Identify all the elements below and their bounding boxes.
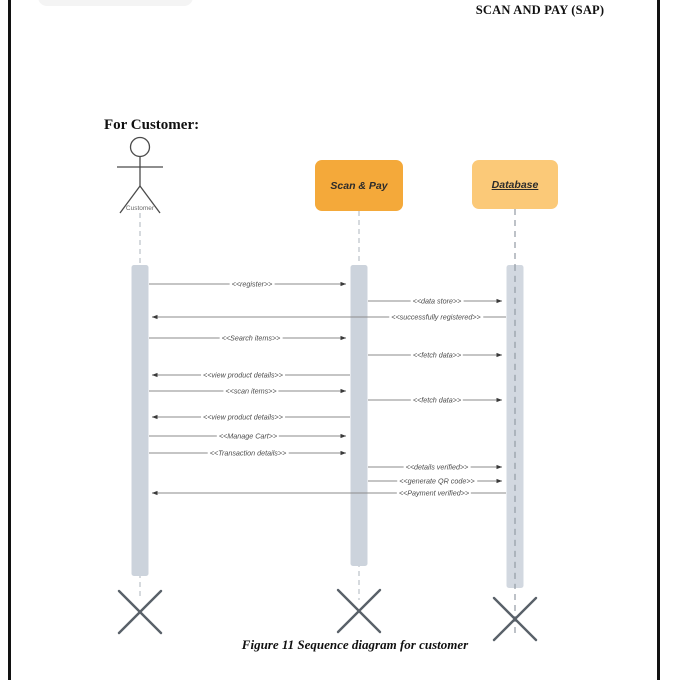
message-label-11: <<Transaction details>> bbox=[207, 448, 289, 458]
message-label-10: <<Manage Cart>> bbox=[216, 431, 280, 441]
figure-caption: Figure 11 Sequence diagram for customer bbox=[241, 637, 469, 652]
participant-box-database[interactable]: Database bbox=[472, 160, 558, 209]
message-label-14: <<Payment verified>> bbox=[396, 488, 472, 498]
message-label-4: <<Search items>> bbox=[219, 333, 283, 343]
participant-label-scan-pay: Scan & Pay bbox=[330, 179, 388, 192]
participant-label-database: Database bbox=[491, 178, 539, 191]
terminator-database bbox=[492, 596, 538, 642]
terminator-customer bbox=[117, 589, 163, 635]
message-label-13: <<generate QR code>> bbox=[397, 476, 477, 486]
participant-box-scan-pay[interactable]: Scan & Pay bbox=[315, 160, 403, 211]
document-header-title: SCAN AND PAY (SAP) bbox=[475, 3, 605, 17]
section-title: For Customer: bbox=[104, 117, 200, 133]
message-label-12: <<details verified>> bbox=[403, 462, 471, 472]
message-label-5: <<fetch data>> bbox=[410, 350, 464, 360]
page-right-border bbox=[657, 0, 660, 680]
activation-bars bbox=[131, 265, 524, 588]
lifelines bbox=[139, 209, 516, 636]
message-label-7: <<scan items>> bbox=[223, 386, 279, 396]
message-label-9: <<view product details>> bbox=[201, 412, 285, 422]
participant-label-customer: Customer bbox=[125, 205, 155, 212]
top-gray-chip bbox=[38, 0, 193, 6]
actor-customer-figure bbox=[117, 136, 163, 214]
message-label-2: <<data store>> bbox=[410, 296, 464, 306]
message-label-6: <<view product details>> bbox=[201, 370, 285, 380]
termination-markers bbox=[117, 588, 538, 642]
message-label-3: <<successfully registered>> bbox=[389, 312, 483, 322]
page-left-border bbox=[8, 0, 11, 680]
terminator-scan-pay bbox=[336, 588, 382, 634]
message-label-1: <<register>> bbox=[229, 279, 275, 289]
message-label-8: <<fetch data>> bbox=[410, 395, 464, 405]
